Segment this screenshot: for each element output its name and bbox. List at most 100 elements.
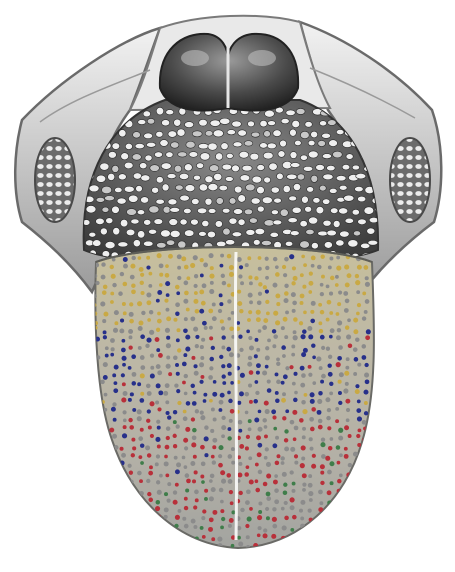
lingual-follicle [238, 195, 246, 203]
taste-papilla [330, 328, 335, 333]
taste-papilla [291, 281, 295, 285]
taste-papilla [145, 344, 149, 348]
taste-papilla [289, 365, 293, 369]
taste-papilla [122, 410, 126, 414]
taste-papilla [192, 479, 196, 483]
taste-papilla [280, 456, 284, 460]
taste-papilla [229, 352, 234, 357]
lingual-follicle [245, 184, 255, 191]
taste-papilla [110, 460, 115, 465]
taste-papilla [328, 355, 332, 359]
taste-papilla [262, 418, 266, 422]
taste-papilla [150, 353, 154, 357]
taste-papilla [245, 263, 249, 267]
lingual-follicle [358, 219, 367, 225]
taste-papilla [102, 488, 106, 492]
taste-papilla [249, 281, 253, 285]
taste-papilla [146, 300, 151, 305]
lingual-follicle [193, 175, 200, 180]
taste-papilla [285, 310, 289, 314]
lingual-follicle [239, 151, 249, 158]
taste-papilla [337, 461, 341, 465]
taste-papilla [356, 408, 361, 413]
taste-papilla [132, 372, 137, 377]
taste-papilla [357, 400, 361, 404]
taste-papilla [112, 283, 116, 287]
taste-papilla [92, 409, 97, 414]
lingual-follicle [135, 143, 144, 148]
taste-papilla [209, 326, 213, 330]
taste-papilla [231, 461, 235, 465]
taste-papilla [348, 463, 352, 467]
taste-papilla [140, 334, 145, 339]
lingual-follicle [244, 209, 252, 215]
taste-papilla [328, 372, 333, 377]
taste-papilla [354, 357, 359, 362]
taste-papilla [110, 265, 114, 269]
lingual-follicle [260, 143, 268, 148]
taste-papilla [204, 489, 208, 493]
taste-papilla [190, 316, 195, 321]
taste-papilla [303, 263, 307, 267]
lingual-follicle [89, 185, 99, 192]
taste-papilla [166, 356, 170, 360]
taste-papilla [282, 525, 287, 530]
taste-papilla [204, 425, 208, 429]
lingual-follicle [330, 208, 338, 214]
taste-papilla [113, 418, 117, 422]
lingual-follicle [150, 165, 160, 172]
taste-papilla [147, 391, 152, 396]
taste-papilla [221, 274, 225, 278]
lingual-follicle [191, 219, 199, 225]
lingual-follicle [336, 240, 344, 246]
lingual-follicle [186, 141, 195, 148]
taste-papilla [318, 391, 323, 396]
taste-papilla [140, 461, 144, 465]
taste-papilla [329, 391, 333, 395]
lingual-follicle [336, 129, 344, 134]
taste-papilla [347, 519, 352, 524]
taste-papilla [114, 310, 119, 315]
lingual-follicle [238, 219, 245, 226]
taste-papilla [239, 444, 244, 449]
taste-papilla [121, 339, 125, 343]
taste-papilla [308, 334, 313, 339]
taste-papilla [213, 417, 217, 421]
taste-papilla [211, 487, 216, 492]
taste-papilla [182, 381, 186, 385]
taste-papilla [355, 337, 359, 341]
taste-papilla [310, 399, 315, 404]
taste-papilla [230, 501, 234, 505]
taste-papilla [299, 321, 303, 325]
taste-papilla [200, 375, 204, 379]
taste-papilla [255, 338, 259, 342]
taste-papilla [184, 446, 188, 450]
taste-papilla [221, 434, 225, 438]
taste-papilla [327, 509, 332, 514]
taste-papilla [166, 316, 171, 321]
taste-papilla [147, 453, 151, 457]
taste-papilla [201, 480, 205, 484]
lingual-follicle [174, 119, 181, 126]
taste-papilla [317, 528, 321, 532]
taste-papilla [294, 426, 299, 431]
lingual-follicle [222, 164, 232, 170]
taste-papilla [204, 326, 208, 330]
taste-papilla [102, 435, 106, 439]
lingual-follicle [281, 118, 289, 123]
lingual-follicle [263, 152, 273, 159]
taste-papilla [185, 335, 190, 340]
lingual-follicle [322, 133, 331, 138]
taste-papilla [328, 363, 332, 367]
lingual-follicle [170, 230, 180, 237]
taste-papilla [177, 266, 181, 270]
taste-papilla [221, 326, 225, 330]
taste-papilla [248, 456, 252, 460]
taste-papilla [357, 536, 361, 540]
taste-papilla [365, 335, 370, 340]
taste-papilla [130, 525, 134, 529]
taste-papilla [272, 344, 276, 348]
taste-papilla [344, 454, 349, 459]
lingual-follicle [287, 174, 297, 179]
taste-papilla [312, 355, 316, 359]
